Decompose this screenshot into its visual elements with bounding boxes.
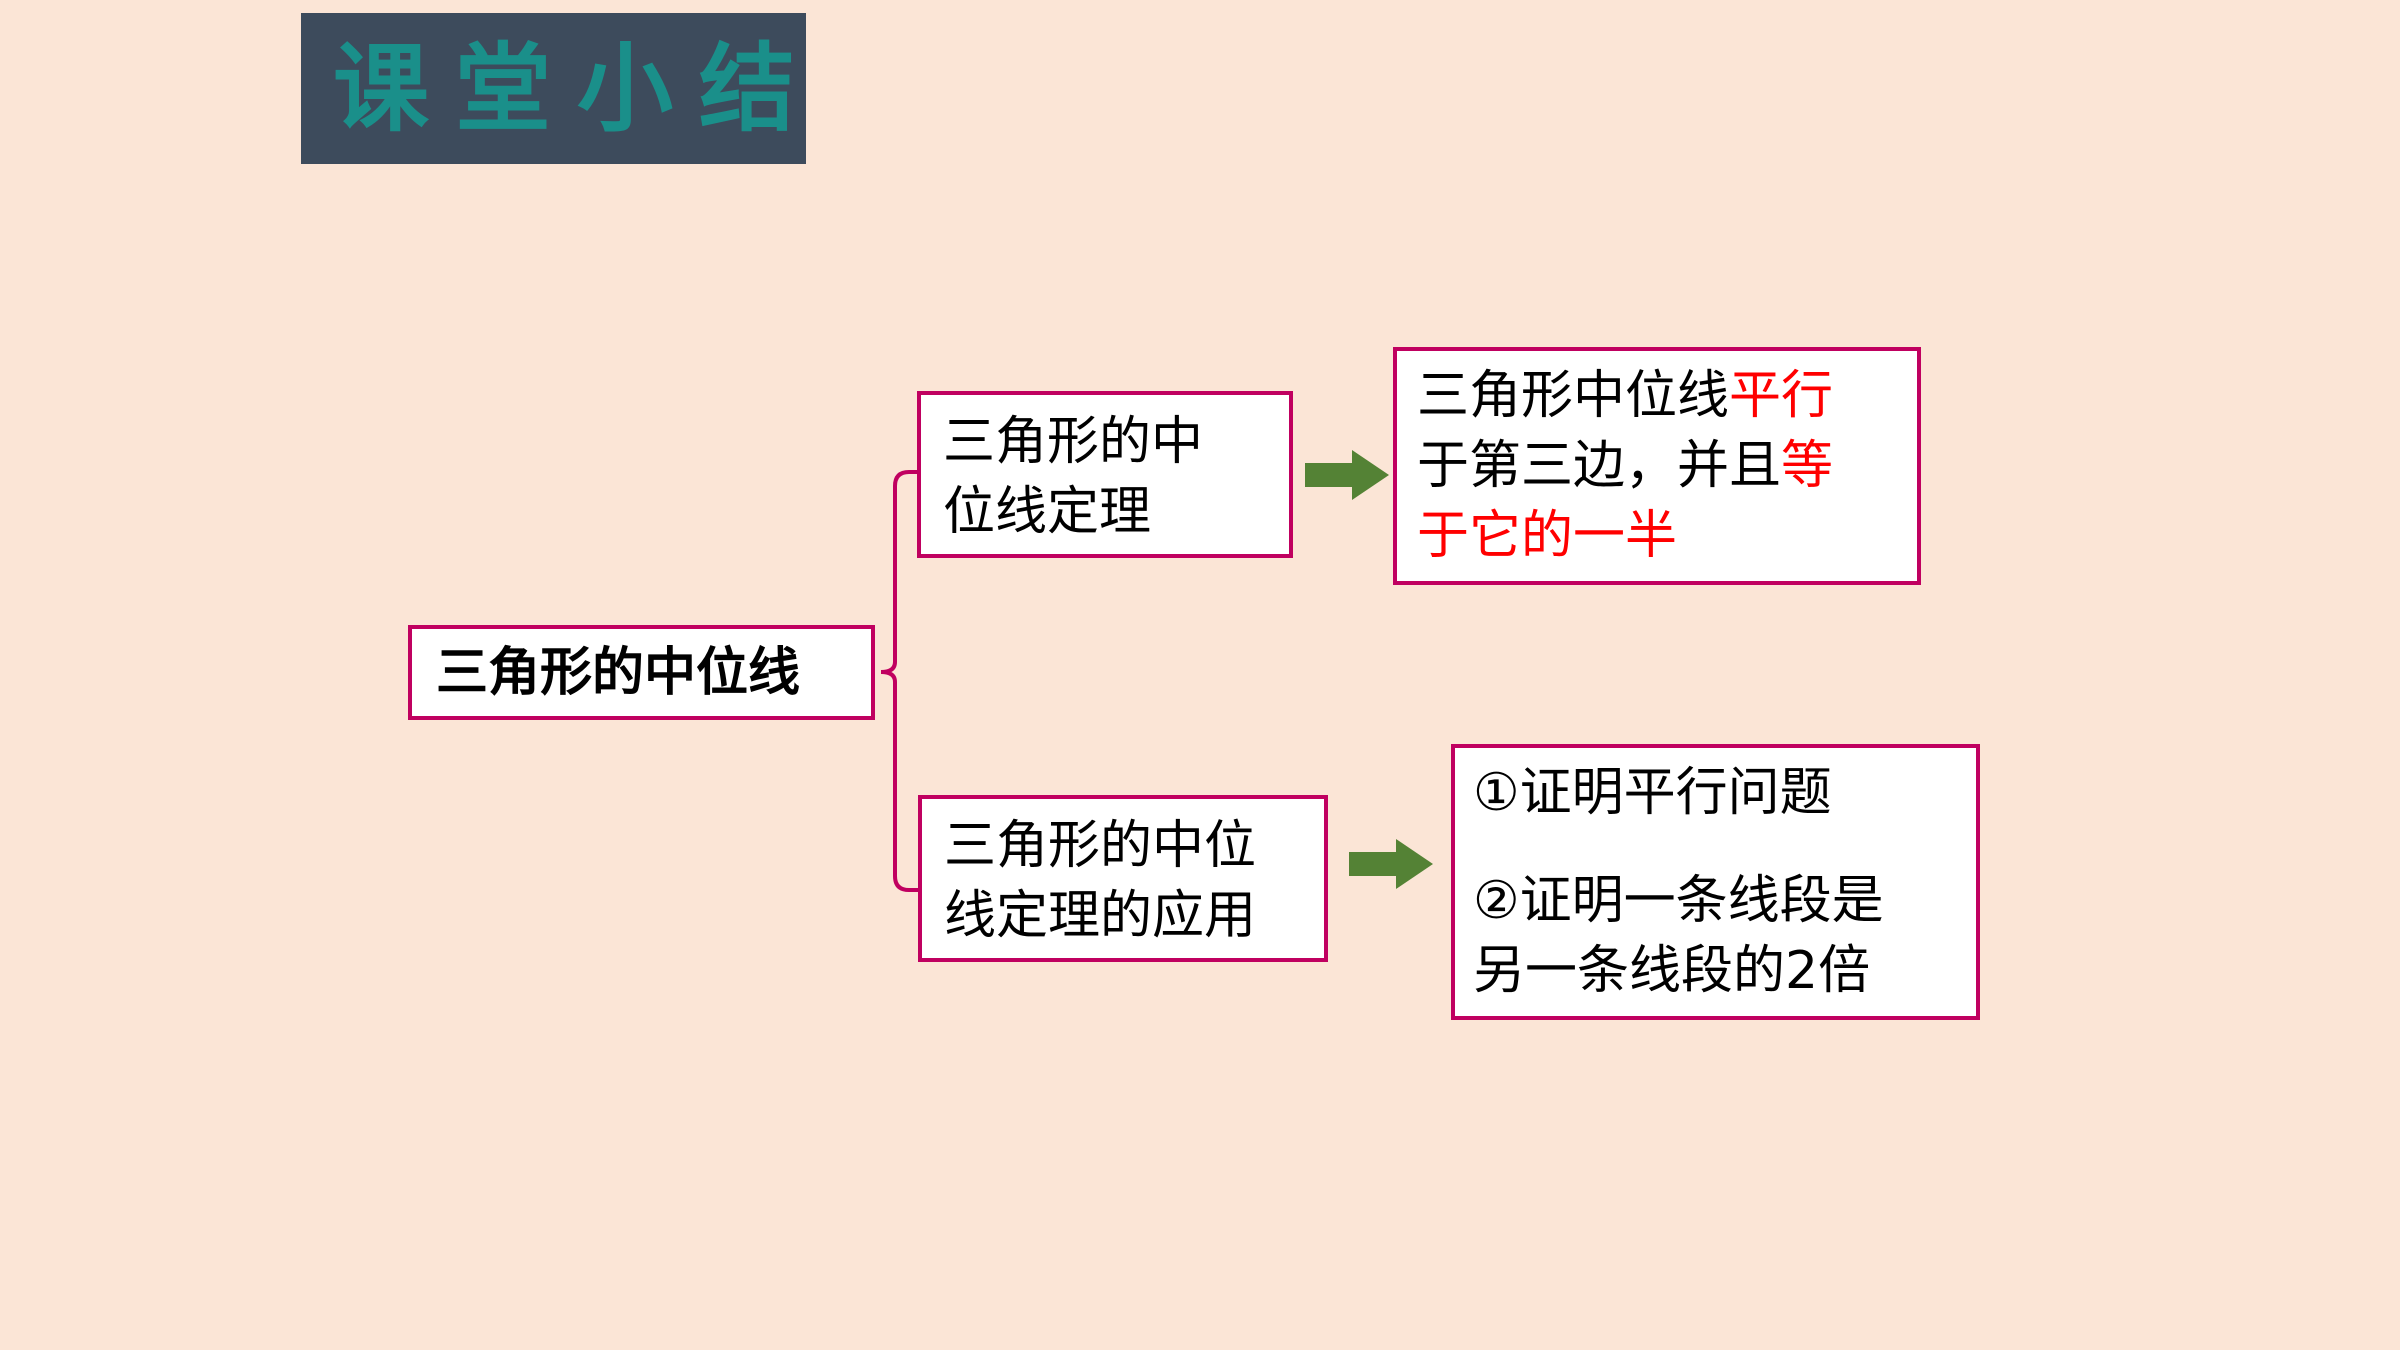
application-item-2-line-1: ②证明一条线段是 <box>1473 871 1884 931</box>
applications-list-node: ①证明平行问题 ②证明一条线段是 另一条线段的2倍 <box>1451 744 1980 1020</box>
theorem-node-line-2: 位线定理 <box>943 482 1152 542</box>
application-item-1: ①证明平行问题 <box>1473 763 1832 823</box>
application-item-2-line-2: 另一条线段的2倍 <box>1473 941 1871 1001</box>
slide-title: 课堂小结 <box>333 31 821 145</box>
theorem-result-line-1: 三角形中位线平行 <box>1417 361 1917 431</box>
title-banner: 课堂小结 <box>301 13 806 164</box>
branch-bracket <box>880 470 918 892</box>
application-node-line-2: 线定理的应用 <box>944 886 1257 946</box>
right-arrow-icon <box>1305 450 1389 500</box>
theorem-result-line-1-plain: 三角形中位线 <box>1417 366 1730 426</box>
theorem-node-line-1: 三角形的中 <box>943 412 1204 472</box>
theorem-result-line-2-plain: 于第三边，并且 <box>1417 436 1782 496</box>
theorem-result-line-1-highlight: 平行 <box>1729 366 1834 426</box>
theorem-result-line-2-highlight: 等 <box>1781 436 1834 496</box>
application-node: 三角形的中位 线定理的应用 <box>918 795 1328 962</box>
theorem-result-node: 三角形中位线平行 于第三边，并且等 于它的一半 <box>1393 347 1921 585</box>
theorem-result-line-2: 于第三边，并且等 <box>1417 431 1917 501</box>
theorem-node: 三角形的中 位线定理 <box>917 391 1293 558</box>
root-node: 三角形的中位线 <box>408 625 875 720</box>
right-arrow-icon <box>1349 839 1433 889</box>
item-spacer <box>1473 828 1976 866</box>
theorem-result-line-3-highlight: 于它的一半 <box>1417 506 1678 566</box>
root-node-label: 三角形的中位线 <box>436 642 801 703</box>
application-node-line-1: 三角形的中位 <box>944 816 1257 876</box>
